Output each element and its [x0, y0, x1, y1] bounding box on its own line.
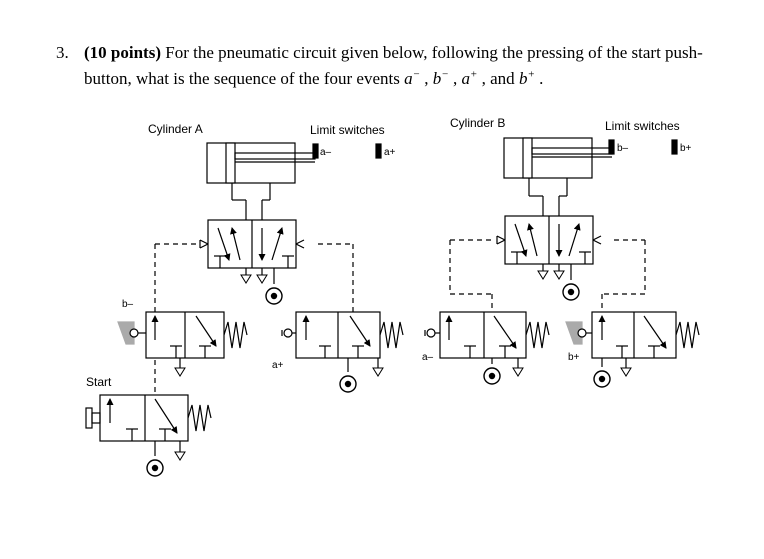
cylinder-b: [503, 137, 613, 216]
label-start: Start: [86, 375, 112, 389]
question-number: 3.: [56, 43, 69, 62]
label-valve-a-plus: a+: [272, 360, 284, 371]
valve-a-5-2: [199, 219, 305, 284]
start-valve: [99, 394, 212, 456]
label-limit-switches-a: Limit switches: [310, 123, 385, 137]
valve-b-5-2: [496, 215, 602, 280]
valve-a-minus: [439, 311, 550, 368]
event-b-minus: b−: [432, 68, 449, 88]
label-cylinder-b: Cylinder B: [450, 116, 505, 130]
label-ls-b-minus: b–: [617, 143, 629, 154]
label-ls-b-plus: b+: [680, 143, 692, 154]
event-a-minus: a−: [404, 68, 421, 88]
valve-b-minus: [145, 311, 248, 368]
label-cylinder-a: Cylinder A: [148, 122, 203, 136]
question-line-1: (10 points) For the pneumatic circuit gi…: [84, 43, 703, 62]
limit-switch-a-minus: [312, 143, 319, 159]
cylinder-a: [206, 142, 316, 220]
limit-switch-a-plus: [375, 143, 382, 159]
question-line-2: button, what is the sequence of the four…: [84, 68, 544, 88]
limit-switch-b-plus: [671, 139, 678, 155]
limit-switch-b-minus: [608, 139, 615, 155]
pilot-lines-b: [449, 239, 646, 312]
label-ls-a-minus: a–: [320, 147, 332, 158]
label-valve-b-minus: b–: [122, 299, 134, 310]
label-limit-switches-b: Limit switches: [605, 119, 680, 133]
event-b-plus: b+: [518, 68, 535, 88]
valve-a-plus: [295, 311, 404, 372]
event-a-plus: a+: [461, 68, 478, 88]
label-valve-b-plus: b+: [568, 352, 580, 363]
label-ls-a-plus: a+: [384, 147, 396, 158]
pilot-lines-a: [154, 243, 354, 395]
question-points: (10 points): [84, 43, 161, 62]
valve-b-plus: [591, 311, 700, 368]
label-valve-a-minus: a–: [422, 352, 434, 363]
